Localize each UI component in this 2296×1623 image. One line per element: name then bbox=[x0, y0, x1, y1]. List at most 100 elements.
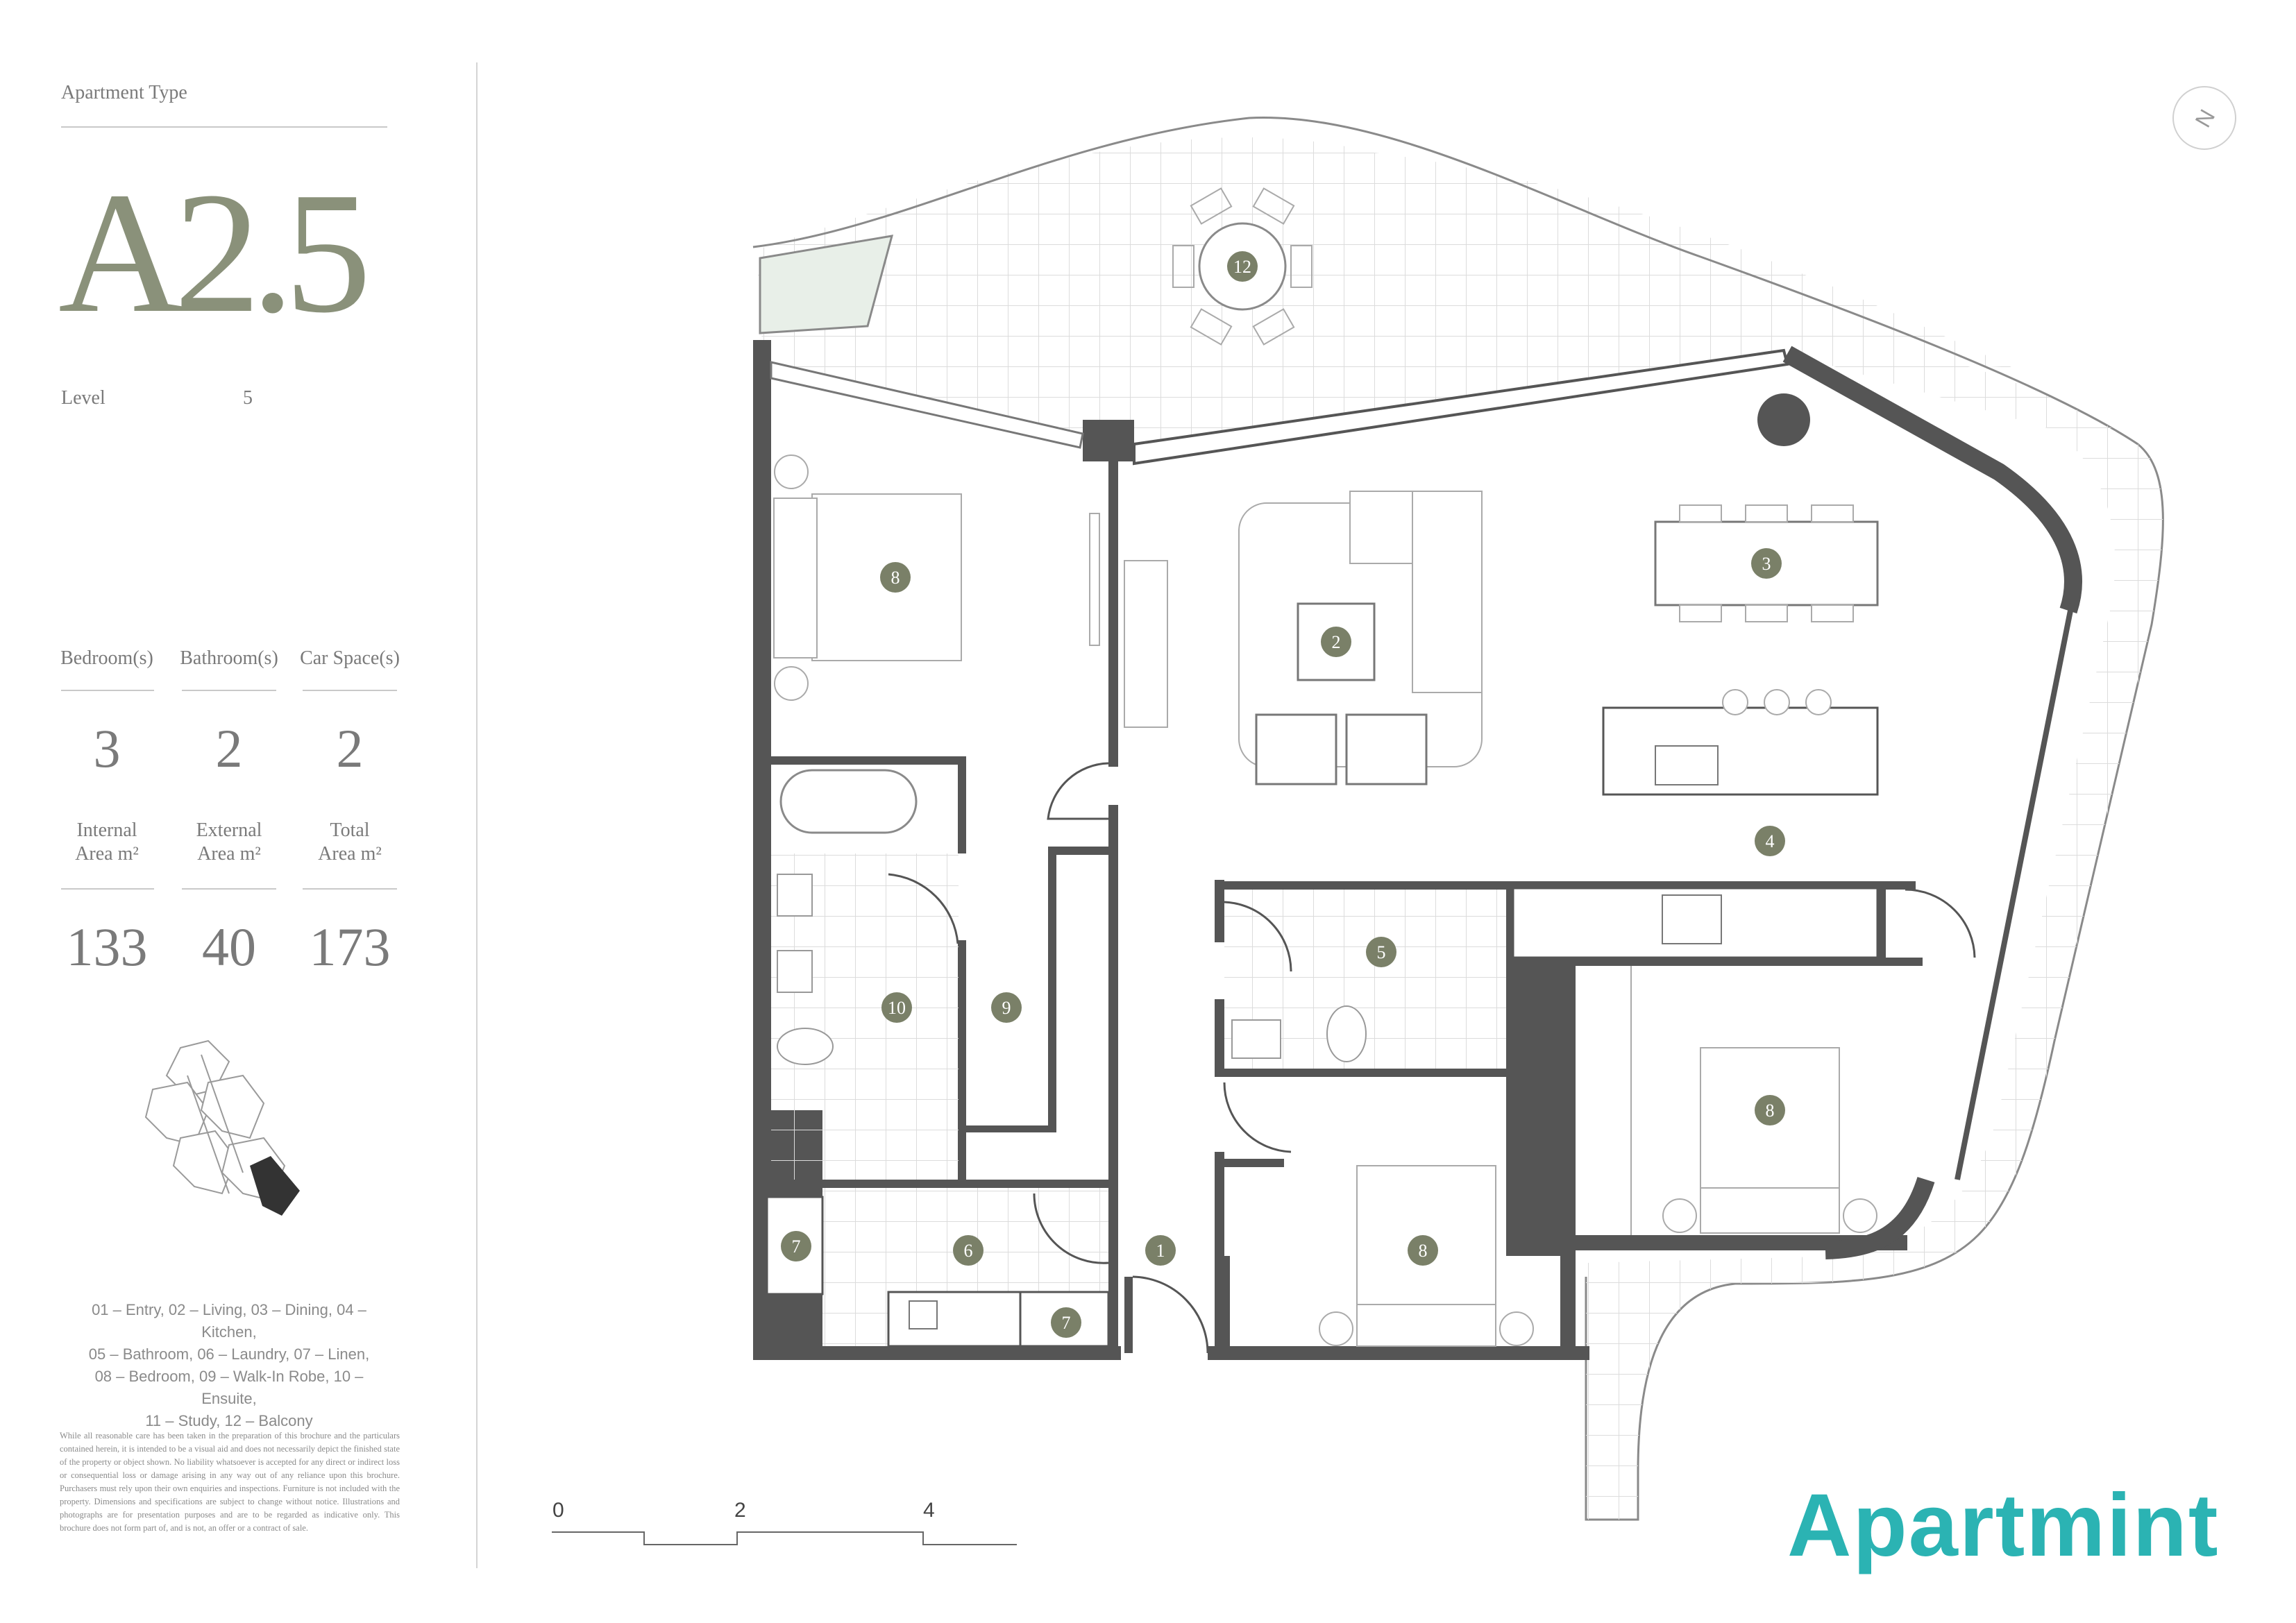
room-label-text: 8 bbox=[1419, 1241, 1428, 1261]
room-label-text: 12 bbox=[1233, 257, 1251, 277]
room-legend: 01 – Entry, 02 – Living, 03 – Dining, 04… bbox=[69, 1299, 389, 1432]
scale-label-0: 0 bbox=[552, 1499, 564, 1522]
wall bbox=[1215, 999, 1224, 1076]
room-label-badge bbox=[1751, 548, 1782, 579]
apartment-code: A2.5 bbox=[58, 157, 371, 349]
key-plan-block bbox=[172, 1130, 237, 1195]
kitchen-island bbox=[1602, 706, 1879, 796]
wall bbox=[1208, 1346, 1589, 1360]
floor-plan: 12 8 2 3 4 5 10 9 8 7 6 1 8 7 bbox=[552, 116, 2164, 1545]
internal-area-value: 133 bbox=[66, 917, 148, 977]
bedroom-glazing bbox=[770, 361, 1084, 449]
internal-area-col: 133 bbox=[44, 920, 169, 974]
room-label-badge bbox=[881, 992, 912, 1023]
room-label-text: 4 bbox=[1766, 831, 1775, 851]
bedside-table bbox=[1319, 1311, 1353, 1346]
room-label-badge bbox=[1366, 937, 1396, 967]
bathtub bbox=[779, 769, 918, 834]
bedrooms-label: Bedroom(s) bbox=[60, 647, 153, 669]
key-plan-line bbox=[201, 1054, 244, 1173]
external-area-label: External bbox=[196, 819, 262, 841]
armchair bbox=[1255, 713, 1337, 785]
balcony-tiles bbox=[757, 137, 2013, 458]
wall bbox=[1215, 880, 1224, 942]
bathrooms-stat: Bathroom(s) bbox=[167, 647, 292, 670]
room-labels: 12 8 2 3 4 5 10 9 8 7 6 1 8 7 bbox=[781, 251, 1785, 1338]
key-plan-block bbox=[200, 1074, 265, 1139]
wall bbox=[958, 940, 966, 1183]
outdoor-chair bbox=[1252, 308, 1295, 346]
room-label-badge bbox=[1755, 1095, 1785, 1125]
room-label-living: 2 bbox=[1321, 627, 1351, 657]
bathrooms-value-col: 2 bbox=[167, 722, 292, 776]
room-label-text: 5 bbox=[1377, 942, 1386, 962]
wall bbox=[1877, 890, 1886, 959]
brand-watermark: Apartmint bbox=[1787, 1476, 2220, 1575]
vertical-divider bbox=[476, 62, 478, 1568]
car-spaces-stat: Car Space(s) bbox=[287, 647, 412, 670]
bar-stool bbox=[1722, 689, 1748, 715]
divider bbox=[61, 690, 154, 691]
internal-area-unit: Area m² bbox=[75, 843, 139, 865]
vanity-basin bbox=[777, 874, 813, 917]
door-swing bbox=[1132, 1275, 1209, 1354]
door-swing bbox=[1224, 901, 1292, 972]
outdoor-chair bbox=[1290, 245, 1312, 288]
bedrooms-value: 3 bbox=[93, 718, 121, 779]
room-label-text: 7 bbox=[1062, 1313, 1071, 1333]
sofa bbox=[1412, 491, 1483, 693]
room-label-badge bbox=[991, 992, 1022, 1023]
door-swing bbox=[1033, 1193, 1109, 1264]
wall bbox=[1215, 1069, 1569, 1077]
car-spaces-label: Car Space(s) bbox=[300, 647, 400, 669]
vanity-basin bbox=[777, 950, 813, 993]
bedside-table bbox=[1499, 1311, 1534, 1346]
bar-stool bbox=[1805, 689, 1832, 715]
wall bbox=[771, 756, 965, 765]
armchair bbox=[1345, 713, 1428, 785]
bedside-table bbox=[1843, 1198, 1877, 1233]
laundry-bench bbox=[887, 1291, 1022, 1348]
total-area-value: 173 bbox=[309, 917, 391, 977]
outdoor-chair bbox=[1190, 308, 1233, 346]
internal-area-label-col: Internal Area m² bbox=[44, 819, 169, 866]
bedside-table bbox=[774, 454, 809, 489]
dining-chair bbox=[1811, 504, 1854, 522]
total-area-col: 173 bbox=[287, 920, 412, 974]
outdoor-chair bbox=[1172, 245, 1195, 288]
room-label-bedroom: 8 bbox=[1755, 1095, 1785, 1125]
bedrooms-value-col: 3 bbox=[44, 722, 169, 776]
dining-chair bbox=[1745, 604, 1788, 622]
wall bbox=[961, 1125, 1056, 1132]
scale-bar bbox=[552, 1531, 1017, 1545]
room-label-text: 2 bbox=[1332, 632, 1341, 652]
key-plan-diagram bbox=[144, 1039, 300, 1216]
room-label-text: 10 bbox=[888, 998, 906, 1018]
bedside-table bbox=[774, 666, 809, 701]
wall bbox=[1560, 1242, 1576, 1360]
divider bbox=[303, 888, 397, 890]
divider bbox=[61, 126, 387, 128]
room-label-text: 8 bbox=[1766, 1101, 1775, 1121]
car-spaces-value: 2 bbox=[336, 718, 364, 779]
dining-chair bbox=[1811, 604, 1854, 622]
planter bbox=[759, 235, 894, 334]
room-label-text: 8 bbox=[891, 568, 900, 588]
external-area-label-col: External Area m² bbox=[167, 819, 292, 866]
room-label-badge bbox=[781, 1231, 811, 1261]
room-label-entry: 1 bbox=[1145, 1235, 1176, 1266]
divider bbox=[182, 888, 276, 890]
room-label-bedroom: 8 bbox=[1408, 1235, 1438, 1266]
room-label-balcony: 12 bbox=[1227, 251, 1258, 282]
tv-unit bbox=[1124, 560, 1168, 728]
key-plan-highlight bbox=[250, 1156, 300, 1216]
bed-footboard bbox=[1700, 1187, 1840, 1234]
room-label-ensuite: 10 bbox=[881, 992, 912, 1023]
room-label-badge bbox=[1755, 826, 1785, 856]
bathrooms-label: Bathroom(s) bbox=[180, 647, 278, 669]
room-label-linen: 7 bbox=[781, 1231, 811, 1261]
divider bbox=[182, 690, 276, 691]
total-area-label: Total bbox=[330, 819, 370, 841]
room-label-badge bbox=[1321, 627, 1351, 657]
north-arrow-icon: N bbox=[2172, 86, 2236, 150]
